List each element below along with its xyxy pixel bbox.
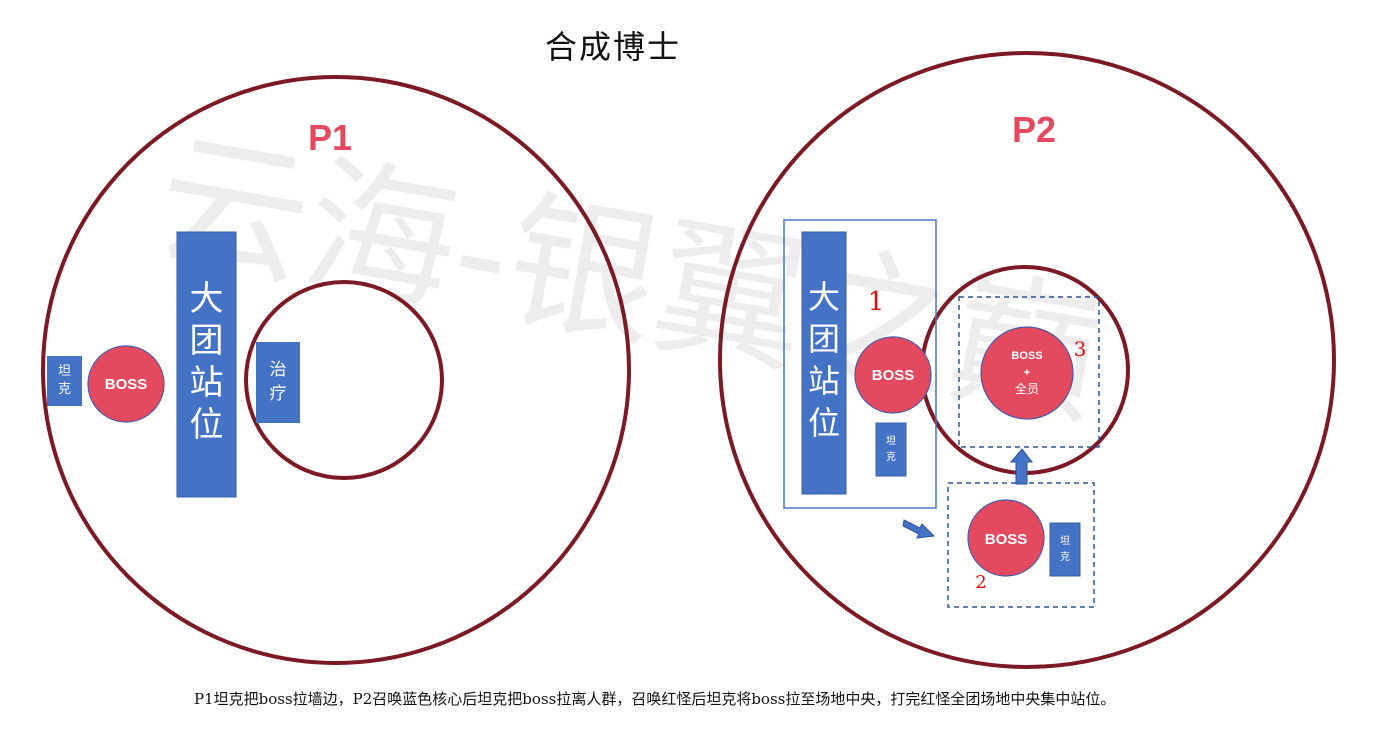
p2-boss3-circle (980, 326, 1074, 420)
p2-tank1-char: 克 (886, 451, 896, 463)
p1-label: P1 (308, 117, 352, 158)
p1-healer-box (256, 342, 300, 423)
p1-panel: P1 坦 克 BOSS 大 团 站 位 治 疗 (41, 75, 631, 665)
p2-step2-number: 2 (975, 572, 986, 593)
p1-inner-ring (244, 280, 444, 480)
p2-raid-box (801, 231, 847, 495)
p2-boss1-label: BOSS (872, 367, 915, 384)
p2-boss2-label: BOSS (985, 531, 1028, 548)
p1-raid-box (176, 231, 237, 498)
p1-raid-char: 团 (190, 321, 224, 361)
p2-raid-char: 站 (808, 362, 840, 400)
p1-tank-char: 克 (58, 382, 71, 397)
p2-step1-frame (783, 219, 937, 509)
p2-boss2-circle (967, 499, 1045, 577)
p2-tank2-char: 克 (1060, 551, 1070, 563)
p2-outer-ring (718, 51, 1336, 669)
p2-raid-char: 大 (808, 278, 840, 316)
p1-healer-char: 治 (270, 360, 287, 380)
diagram-title: 合成博士 (545, 28, 682, 66)
p2-boss3-line1: BOSS (1011, 350, 1042, 362)
p2-boss3-line3: 全员 (1015, 381, 1039, 396)
p2-tank1-char: 坦 (886, 434, 896, 447)
p2-step1-number: 1 (868, 287, 885, 317)
p2-tank1-box (875, 422, 907, 477)
diagram-caption: P1坦克把boss拉墙边，P2召唤蓝色核心后坦克把boss拉离人群，召唤红怪后坦… (194, 690, 1116, 708)
p2-boss3-line2: + (1024, 367, 1030, 379)
p2-raid-char: 团 (808, 320, 840, 358)
p1-tank-box (47, 356, 82, 406)
p1-outer-ring (41, 75, 631, 665)
p1-raid-char: 位 (190, 405, 224, 445)
p2-tank2-char: 坦 (1060, 534, 1070, 547)
p2-tank2-box (1049, 522, 1081, 577)
p1-raid-char: 大 (190, 279, 224, 319)
p2-step3-number: 3 (1074, 337, 1087, 361)
p1-tank-char: 坦 (58, 364, 71, 379)
p2-raid-char: 位 (808, 404, 840, 442)
p2-panel: P2 大 团 站 位 1 BOSS 坦 克 BOSS + 全员 3 BOSS 坦… (718, 51, 1336, 669)
p1-raid-char: 站 (190, 363, 224, 403)
p2-step3-frame (958, 296, 1100, 448)
p1-healer-char: 疗 (270, 384, 287, 404)
p1-boss-label: BOSS (105, 376, 148, 393)
p2-boss1-circle (854, 336, 932, 414)
p1-boss-circle (87, 345, 165, 423)
arrow-step2-to-step3 (1009, 448, 1034, 485)
arrow-step1-to-step2 (902, 519, 936, 539)
p2-label: P2 (1012, 109, 1056, 150)
